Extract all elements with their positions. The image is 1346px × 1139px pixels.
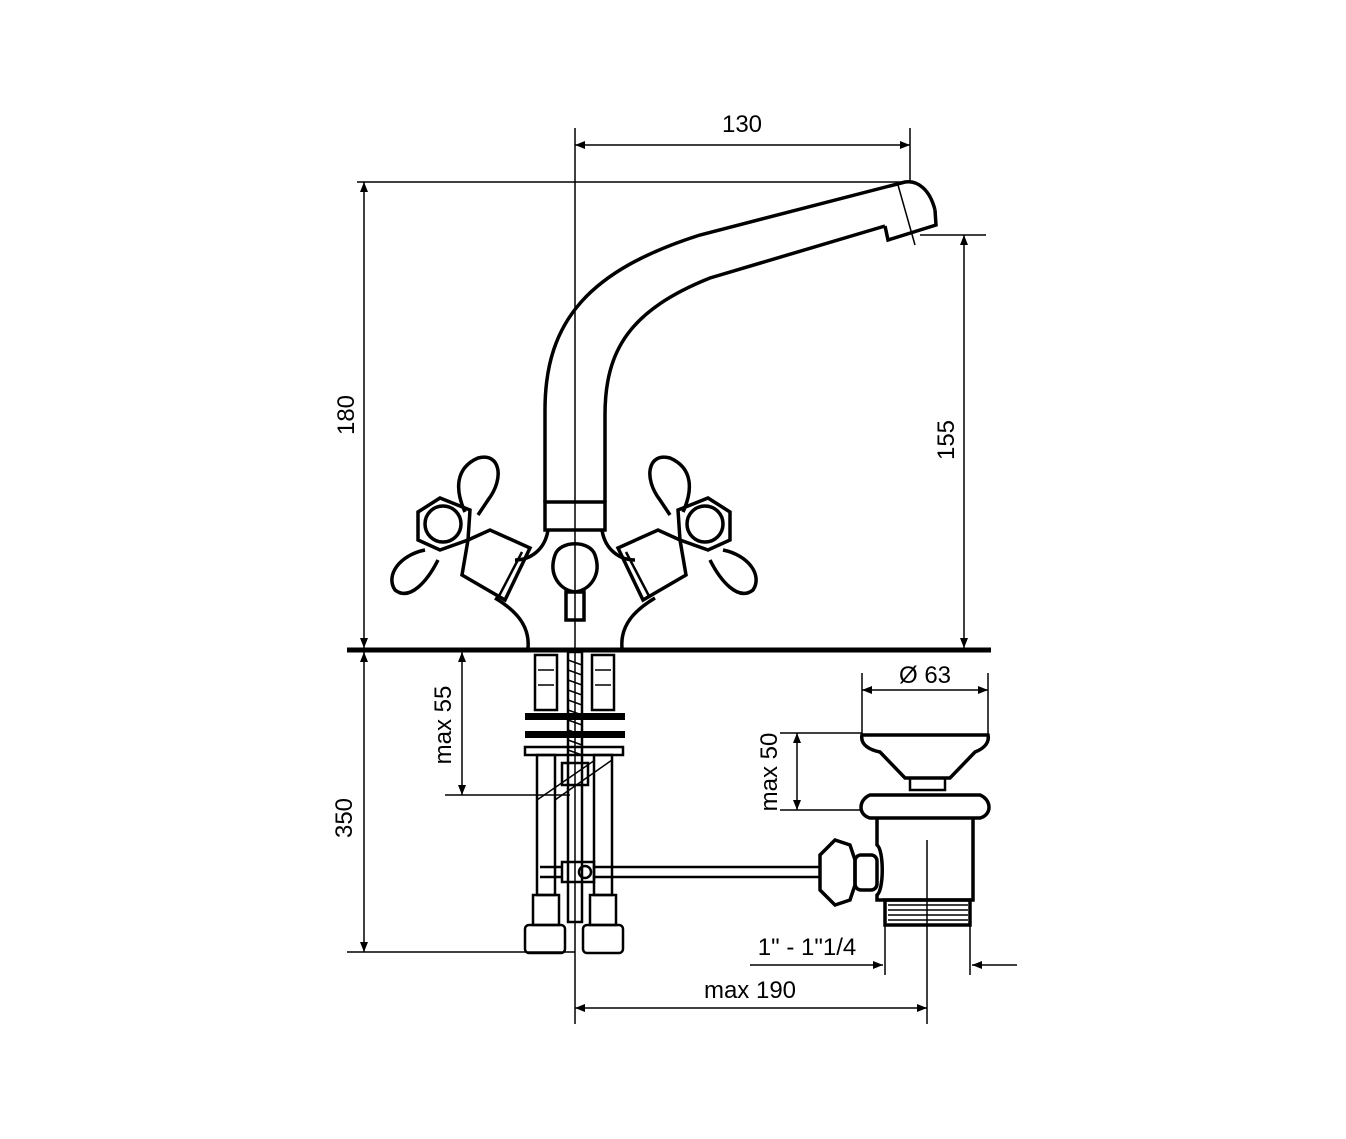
dim-hose-length: 350 <box>331 798 358 838</box>
dim-spout-reach: 130 <box>722 111 762 138</box>
dim-waste-thread: 1" - 1"1/4 <box>758 934 856 961</box>
extension-lines <box>347 128 989 1024</box>
dim-max-deck-thickness: max 55 <box>430 686 457 765</box>
dim-max-pullrod-reach: max 190 <box>704 977 796 1004</box>
dim-max-basin-thickness: max 50 <box>756 733 783 812</box>
dim-spout-height: 155 <box>933 420 960 460</box>
faucet-body <box>494 180 938 649</box>
pop-up-waste <box>818 733 991 927</box>
right-handle <box>615 455 758 603</box>
dimension-lines <box>360 141 1017 1012</box>
dim-total-height: 180 <box>333 395 360 435</box>
left-handle <box>390 455 533 603</box>
dim-waste-diameter: Ø 63 <box>899 662 951 689</box>
